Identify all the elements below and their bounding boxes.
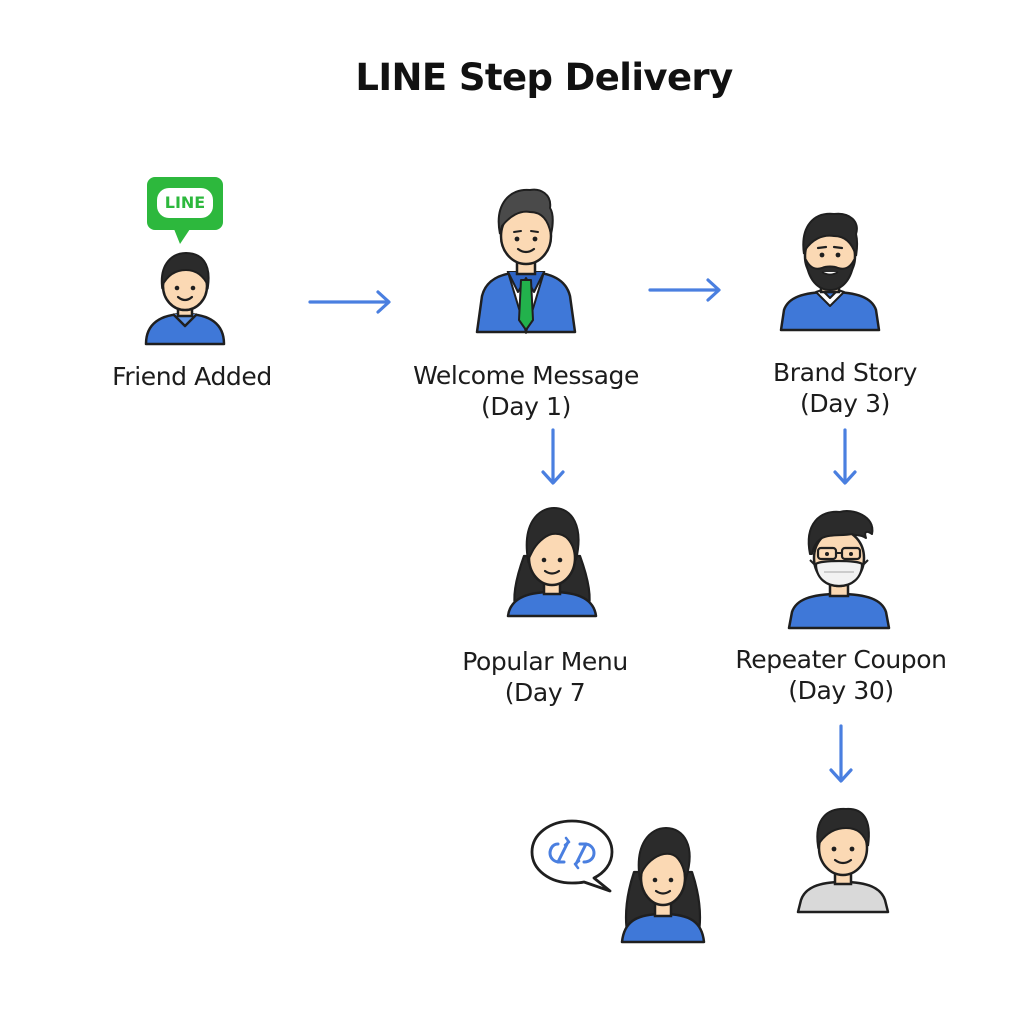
line-badge-text: LINE	[164, 193, 206, 212]
step-label-welcome-message: Welcome Message (Day 1)	[413, 361, 639, 421]
diagram-title: LINE Step Delivery	[355, 56, 733, 99]
speech-bubble	[528, 818, 616, 894]
arrow-down-icon	[538, 428, 568, 488]
arrow-right-icon	[648, 276, 724, 304]
arrow-right-icon	[308, 288, 394, 316]
person-customer-man-icon	[796, 806, 890, 914]
person-friend-added-icon	[142, 250, 228, 346]
person-brand-story-icon	[778, 210, 882, 332]
step-label-brand-story: Brand Story (Day 3)	[772, 358, 918, 418]
step-label-popular-menu: Popular Menu (Day 7	[462, 647, 628, 707]
line-logo-icon	[147, 177, 223, 244]
person-customer-woman-icon	[620, 826, 706, 944]
sync-chat-icon	[530, 819, 614, 893]
person-welcome-message-icon	[474, 186, 578, 334]
line-badge: LINE	[146, 176, 224, 246]
step-label-friend-added: Friend Added	[112, 362, 272, 391]
person-popular-menu-icon	[504, 506, 600, 618]
step-label-repeater-coupon: Repeater Coupon (Day 30)	[735, 645, 947, 705]
person-repeater-coupon-icon	[786, 508, 892, 630]
arrow-down-icon	[830, 428, 860, 488]
arrow-down-icon	[826, 724, 856, 786]
